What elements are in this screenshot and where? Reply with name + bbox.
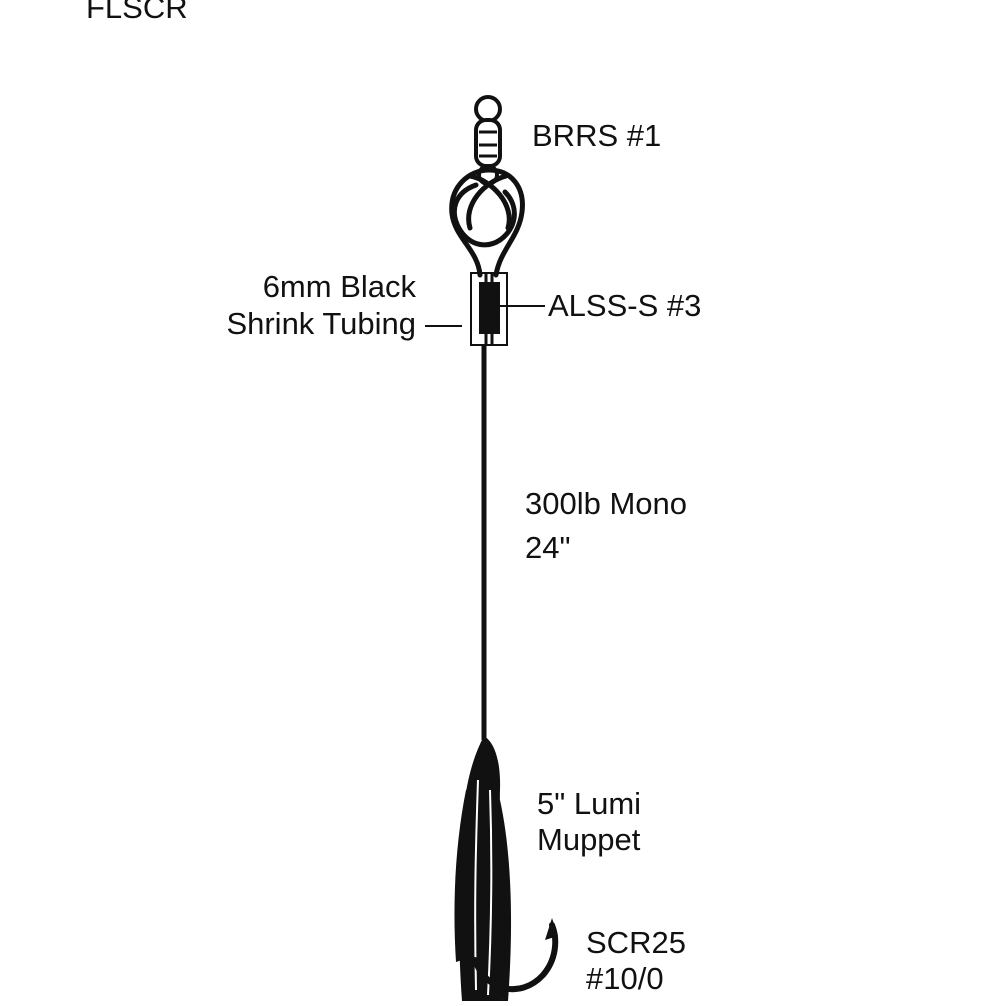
diagram-title: FLSCR <box>86 0 188 25</box>
shrink-tubing-label-line2: Shrink Tubing <box>226 306 416 341</box>
crimp-sleeve-label: ALSS-S #3 <box>548 288 702 323</box>
circle-hook-icon <box>472 922 559 993</box>
muppet-label-line1: 5" Lumi <box>537 786 642 821</box>
muppet-label-line2: Muppet <box>537 822 641 857</box>
hook-label-line1: SCR25 <box>586 925 686 960</box>
muppet-skirt-icon <box>454 736 512 1001</box>
loop-knot-icon <box>449 167 525 278</box>
crimp-sleeve-icon <box>479 282 500 334</box>
mono-label-line1: 300lb Mono <box>525 486 688 521</box>
mono-label-line2: 24" <box>525 530 571 565</box>
mono-leader-line <box>481 272 494 740</box>
shrink-tubing-label-line1: 6mm Black <box>262 269 416 304</box>
hook-label-line2: #10/0 <box>586 961 664 996</box>
hook-barb-icon <box>545 918 558 940</box>
shrink-tubing-icon <box>470 272 508 346</box>
swivel-label: BRRS #1 <box>532 118 662 153</box>
